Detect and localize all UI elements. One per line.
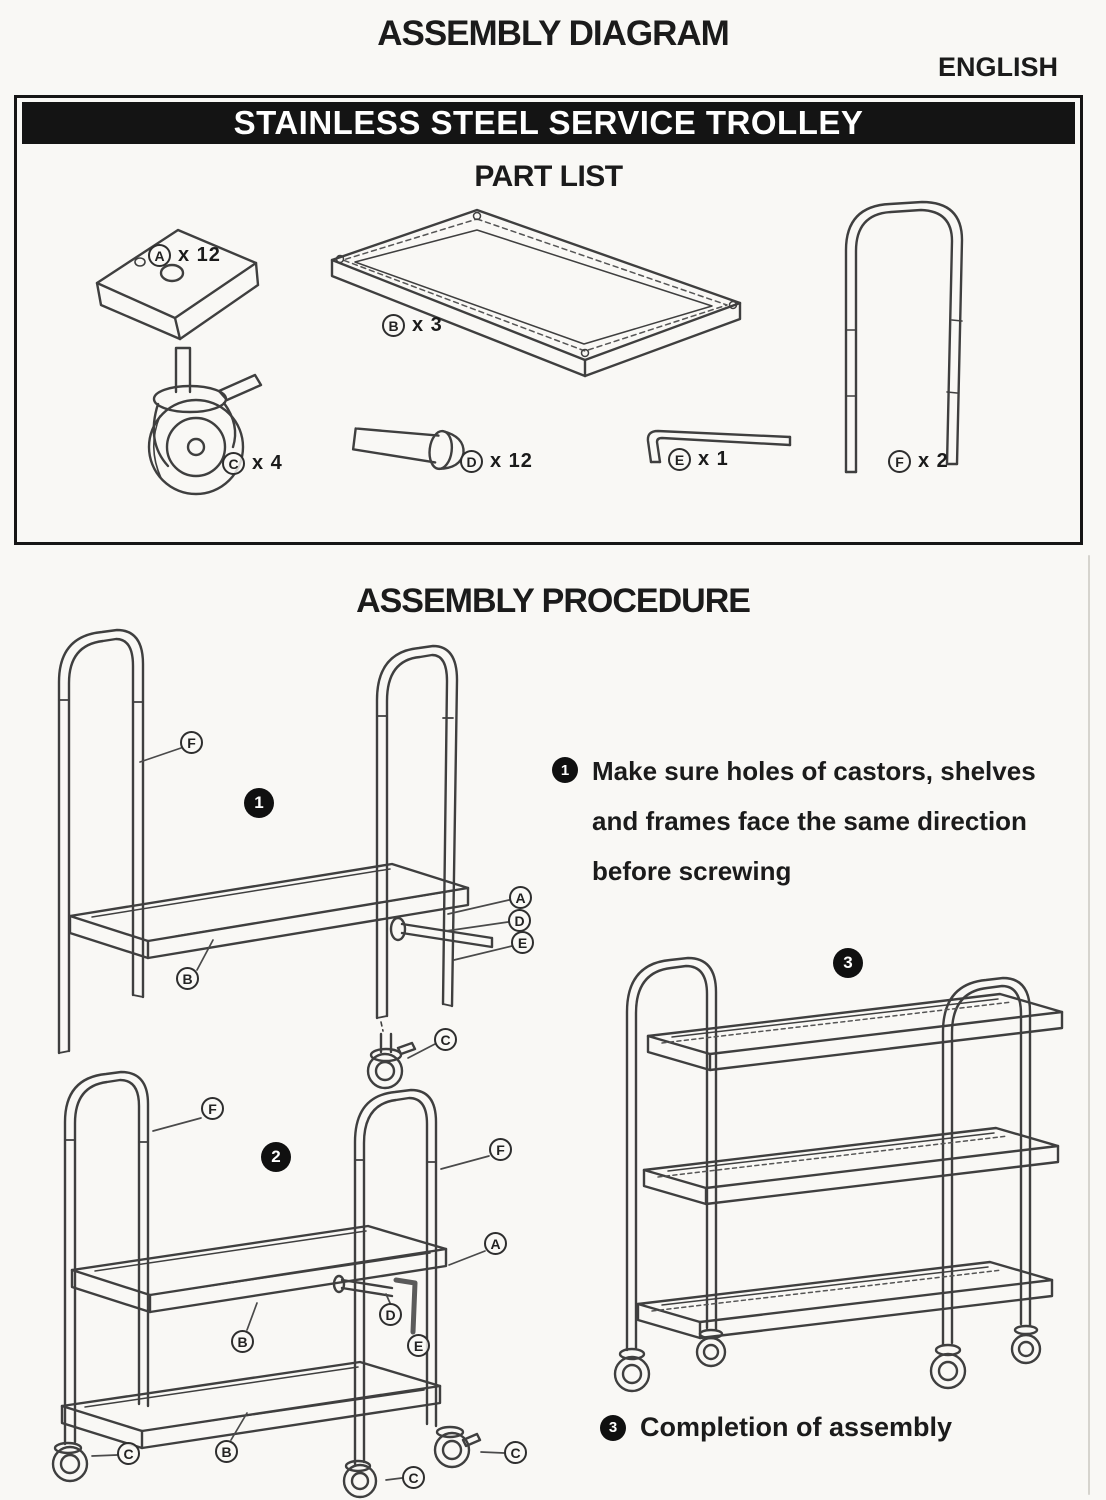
part-label-a: A x 12 (148, 244, 221, 267)
part-qty-e: x 1 (698, 448, 729, 470)
part-letter-c: C (222, 452, 245, 475)
callout-castor-c-middle: C (402, 1466, 425, 1489)
callout-bolt-d: D (379, 1303, 402, 1326)
step-1-diagram (57, 628, 494, 1090)
part-qty-b: x 3 (412, 314, 443, 336)
step-1-leader-lines (139, 747, 513, 1059)
part-e-allen-key-drawing (646, 429, 792, 464)
language-label: ENGLISH (937, 52, 1058, 82)
step-2-diagram (51, 1070, 482, 1499)
part-b-shelf-drawing (330, 208, 742, 378)
step-2-leader-lines (91, 1117, 505, 1481)
step-1-badge: 1 (244, 788, 274, 818)
part-c-castor-drawing (147, 346, 263, 496)
callout-key-e: E (407, 1334, 430, 1357)
note-line-2: and frames face the same direction (592, 806, 1027, 836)
page-title: ASSEMBLY DIAGRAM (377, 14, 730, 53)
callout-key-e: E (511, 931, 534, 954)
callout-frame-f-left: F (201, 1097, 224, 1120)
step-3-diagram (613, 956, 1064, 1393)
part-qty-d: x 12 (490, 450, 533, 472)
callout-shelf-b-bottom: B (215, 1440, 238, 1463)
part-label-b: B x 3 (382, 314, 443, 337)
part-label-c: C x 4 (222, 452, 283, 475)
part-qty-f: x 2 (918, 450, 949, 472)
part-letter-f: F (888, 450, 911, 473)
part-label-e: E x 1 (668, 448, 729, 471)
part-letter-a: A (148, 244, 171, 267)
note-line-1: Make sure holes of castors, shelves (592, 756, 1036, 786)
callout-shelf-b: B (176, 967, 199, 990)
callout-bracket-a: A (484, 1232, 507, 1255)
part-qty-a: x 12 (178, 244, 221, 266)
callout-frame-f: F (180, 731, 203, 754)
callout-frame-f-right: F (489, 1138, 512, 1161)
part-label-d: D x 12 (460, 450, 533, 473)
step-3-completion: 3 Completion of assembly (600, 1412, 952, 1443)
part-f-frame-drawing (844, 200, 964, 474)
step-3-note-badge: 3 (600, 1414, 626, 1441)
part-letter-d: D (460, 450, 483, 473)
part-letter-e: E (668, 448, 691, 471)
part-label-f: F x 2 (888, 450, 949, 473)
step-2-badge: 2 (261, 1142, 291, 1172)
callout-shelf-b-middle: B (231, 1330, 254, 1353)
step-1-note-text: Make sure holes of castors, shelves and … (592, 746, 1036, 896)
part-list-box: STAINLESS STEEL SERVICE TROLLEY PART LIS… (14, 95, 1083, 545)
step-3-badge: 3 (833, 948, 863, 978)
step-1-note-badge: 1 (552, 757, 578, 783)
callout-castor-c: C (434, 1028, 457, 1051)
step-1-instruction: 1 Make sure holes of castors, shelves an… (552, 746, 1036, 896)
product-title-banner: STAINLESS STEEL SERVICE TROLLEY (22, 102, 1075, 144)
note-line-3: before screwing (592, 856, 792, 886)
part-qty-c: x 4 (252, 452, 283, 474)
part-list-heading: PART LIST (474, 160, 623, 193)
callout-bolt-d: D (508, 909, 531, 932)
completion-text: Completion of assembly (640, 1412, 953, 1442)
part-letter-b: B (382, 314, 405, 337)
assembly-procedure-heading: ASSEMBLY PROCEDURE (356, 582, 751, 620)
callout-castor-c-left: C (117, 1442, 140, 1465)
callout-castor-c-right: C (504, 1441, 527, 1464)
callout-bracket-a: A (509, 886, 532, 909)
